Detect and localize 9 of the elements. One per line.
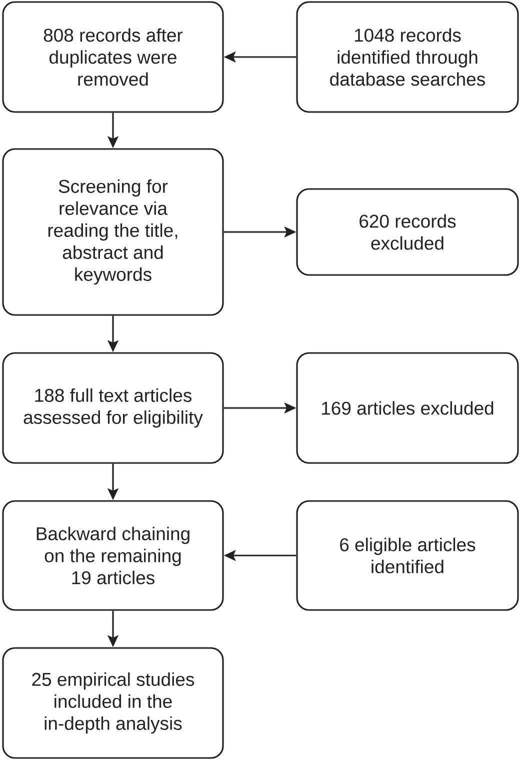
process-box: Backward chaining on the remaining 19 articles [2, 500, 224, 611]
process-box: 169 articles excluded [296, 352, 519, 464]
process-box: 6 eligible articles identified [296, 500, 519, 611]
process-box: 1048 records identified through database searches [296, 1, 519, 113]
process-box: 808 records after duplicates were removed [2, 1, 224, 113]
process-box: 25 empirical studies included in the in-depth analysis [2, 647, 224, 759]
process-box: Screening for relevance via reading the title, abstract and keywords [2, 148, 224, 316]
process-box: 188 full text articles assessed for eligibility [2, 352, 224, 464]
process-box: 620 records excluded [296, 188, 519, 276]
